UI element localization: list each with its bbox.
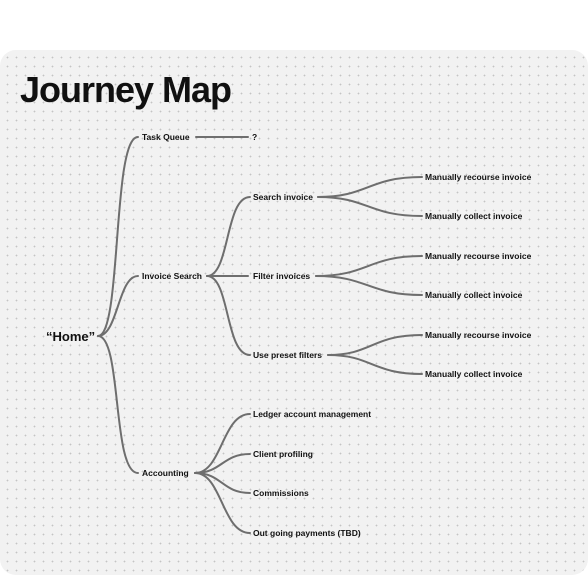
node-filter-invoices: Filter invoices: [253, 271, 310, 281]
node-client-profiling: Client profiling: [253, 449, 313, 459]
edge-home-invoice-search: [97, 275, 139, 337]
node-search-invoice-collect: Manually collect invoice: [425, 211, 523, 221]
node-filter-invoices-recourse: Manually recourse invoice: [425, 251, 532, 261]
edges: [97, 136, 423, 534]
edge-home-task-queue: [97, 136, 139, 337]
edge-use-preset-filters-collect: [327, 354, 423, 375]
node-commissions: Commissions: [253, 488, 309, 498]
node-home: “Home”: [46, 329, 95, 344]
node-search-invoice-recourse: Manually recourse invoice: [425, 172, 532, 182]
node-use-preset-filters-collect: Manually collect invoice: [425, 369, 523, 379]
edge-home-accounting: [97, 335, 139, 474]
node-use-preset-filters: Use preset filters: [253, 350, 322, 360]
edge-invoice-search-search-invoice: [206, 196, 251, 277]
canvas-board: [0, 50, 588, 575]
edge-filter-invoices-collect: [315, 275, 423, 296]
node-task-queue: Task Queue: [142, 132, 190, 142]
node-filter-invoices-collect: Manually collect invoice: [425, 290, 523, 300]
node-use-preset-filters-recourse: Manually recourse invoice: [425, 330, 532, 340]
node-accounting: Accounting: [142, 468, 189, 478]
node-labels: “Home” Task Queue ? Invoice Search Searc…: [46, 132, 532, 538]
edge-filter-invoices-recourse: [315, 255, 423, 277]
edge-invoice-search-use-preset-filters: [206, 275, 251, 356]
page-title: Journey Map: [20, 69, 232, 110]
edge-accounting-client-profiling: [194, 453, 251, 474]
edge-search-invoice-recourse: [317, 176, 423, 198]
edge-search-invoice-collect: [317, 196, 423, 217]
edge-accounting-outgoing-payments: [194, 472, 251, 534]
node-outgoing-payments: Out going payments (TBD): [253, 528, 361, 538]
node-invoice-search: Invoice Search: [142, 271, 202, 281]
edge-use-preset-filters-recourse: [327, 334, 423, 356]
node-task-queue-unknown: ?: [252, 132, 257, 142]
node-ledger-account-management: Ledger account management: [253, 409, 371, 419]
node-search-invoice: Search invoice: [253, 192, 313, 202]
edge-accounting-ledger: [194, 413, 251, 474]
